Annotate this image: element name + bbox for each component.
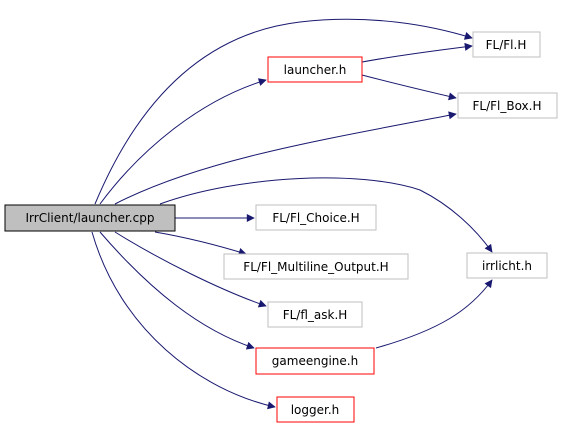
node-fl-ask-box (267, 301, 363, 328)
node-fl-h-label: FL/Fl.H (486, 38, 527, 52)
node-root-label: IrrClient/launcher.cpp (26, 211, 155, 225)
edge-launcher-h-to-fl-box (361, 74, 457, 101)
node-root-box (4, 204, 176, 232)
edge-root-to-fl-h (94, 18, 473, 205)
edge-launcher-h-to-fl-h (361, 42, 473, 63)
node-gameengine-box (255, 347, 375, 375)
node-fl-choice[interactable]: FL/Fl_Choice.H (255, 204, 377, 231)
node-gameengine-label: gameengine.h (272, 354, 358, 368)
node-fl-ask-label: FL/fl_ask.H (283, 308, 348, 322)
node-gameengine[interactable]: gameengine.h (255, 347, 375, 375)
edge-root-to-fl-box (114, 111, 457, 205)
node-fl-multiline-label: FL/Fl_Multiline_Output.H (243, 260, 388, 274)
node-fl-box-box (457, 92, 558, 119)
edge-gameengine-to-irrlicht (375, 279, 493, 349)
edge-root-to-logger (91, 231, 276, 410)
edge-root-to-fl-ask (114, 231, 267, 308)
node-fl-ask[interactable]: FL/fl_ask.H (267, 301, 363, 328)
node-fl-choice-label: FL/Fl_Choice.H (272, 211, 359, 225)
node-root[interactable]: IrrClient/launcher.cpp (4, 204, 176, 232)
edge-root-to-fl-multiline (154, 231, 247, 256)
edge-root-to-launcher-h (99, 78, 267, 205)
node-fl-h-box (472, 31, 541, 58)
node-irrlicht-box (466, 252, 548, 279)
node-fl-multiline[interactable]: FL/Fl_Multiline_Output.H (223, 253, 409, 280)
node-fl-box[interactable]: FL/Fl_Box.H (457, 92, 558, 119)
edge-root-to-irrlicht (159, 177, 493, 253)
node-fl-h[interactable]: FL/Fl.H (472, 31, 541, 58)
node-logger-box (276, 396, 355, 423)
node-launcher-h[interactable]: launcher.h (267, 56, 363, 83)
node-fl-multiline-box (223, 253, 409, 280)
node-irrlicht[interactable]: irrlicht.h (466, 252, 548, 279)
node-logger[interactable]: logger.h (276, 396, 355, 423)
node-logger-label: logger.h (291, 403, 340, 417)
node-fl-box-label: FL/Fl_Box.H (472, 99, 541, 113)
edges (91, 18, 493, 410)
node-irrlicht-label: irrlicht.h (482, 259, 532, 273)
node-launcher-h-label: launcher.h (284, 63, 347, 77)
node-fl-choice-box (255, 204, 377, 231)
edge-root-to-gameengine (99, 231, 255, 350)
node-launcher-h-box (267, 56, 363, 83)
